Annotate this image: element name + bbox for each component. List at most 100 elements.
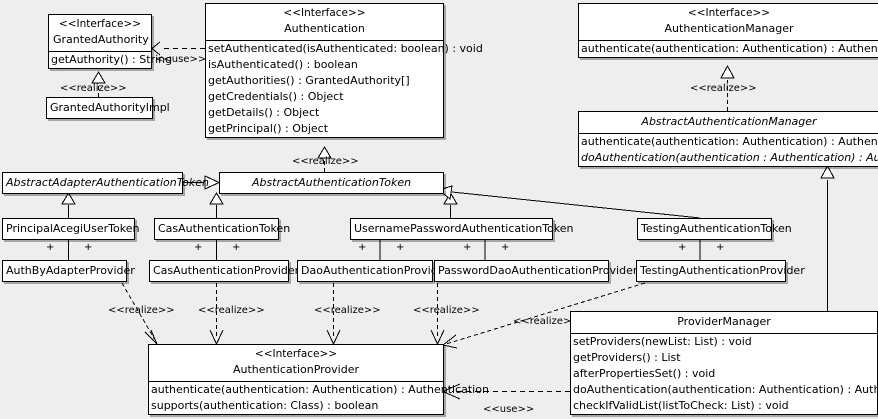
class-box-principal-acegi-user-token[interactable]: PrincipalAcegiUserToken xyxy=(2,218,140,240)
association-multiplicity: + xyxy=(232,242,241,253)
class-box-granted-authority-impl[interactable]: GrantedAuthorityImpl xyxy=(46,97,170,119)
operation: getProviders() : List xyxy=(573,351,681,364)
operation: getAuthorities() : GrantedAuthority[] xyxy=(208,74,410,87)
operation: getAuthority() : String xyxy=(51,53,173,66)
class-header: TestingAuthenticationToken xyxy=(638,219,792,239)
relationship-label-realize-granted-authority-impl: <<realize>> xyxy=(60,83,127,94)
association-multiplicity: + xyxy=(678,242,687,253)
compartment-divider xyxy=(579,40,878,41)
operations-compartment: authenticate(authentication: Authenticat… xyxy=(579,134,878,166)
class-box-cas-authentication-token[interactable]: CasAuthenticationToken xyxy=(154,218,290,240)
operation: checkIfValidList(listToCheck: List) : vo… xyxy=(573,399,789,412)
class-name: PasswordDaoAuthenticationProvider xyxy=(438,264,638,277)
operation: supports(authentication: Class) : boolea… xyxy=(151,399,379,412)
class-name: PrincipalAcegiUserToken xyxy=(6,222,140,235)
operation: authenticate(authentication: Authenticat… xyxy=(151,383,489,396)
class-name: GrantedAuthorityImpl xyxy=(50,101,170,114)
stereotype-label: <<Interface>> xyxy=(687,7,771,19)
association-multiplicity: + xyxy=(46,242,55,253)
class-header: <<Interface>> Authentication xyxy=(206,4,443,40)
class-box-provider-manager[interactable]: ProviderManager setProviders(newList: Li… xyxy=(570,311,878,415)
relationship-label-realize-auth-by-adapter-provider: <<realize>> xyxy=(108,305,175,316)
class-header: AbstractAuthenticationToken xyxy=(220,173,443,193)
stereotype-label: <<Interface>> xyxy=(254,348,338,360)
class-box-username-password-authentication-token[interactable]: UsernamePasswordAuthenticationToken xyxy=(350,218,574,240)
class-name: AuthenticationProvider xyxy=(232,363,360,376)
class-header: UsernamePasswordAuthenticationToken xyxy=(351,219,574,239)
compartment-divider xyxy=(571,333,877,334)
class-name: AuthenticationManager xyxy=(664,22,794,35)
association-multiplicity: + xyxy=(194,242,203,253)
class-name: AbstractAuthenticationToken xyxy=(251,176,412,189)
class-box-abstract-adapter-authentication-token[interactable]: AbstractAdapterAuthenticationToken xyxy=(2,172,209,194)
class-header: DaoAuthenticationProvider xyxy=(298,261,449,281)
compartment-divider xyxy=(206,40,443,41)
operations-compartment: getAuthority() : String xyxy=(49,52,173,68)
class-box-testing-authentication-token[interactable]: TestingAuthenticationToken xyxy=(637,218,792,240)
operation: authenticate(authentication: Authenticat… xyxy=(581,135,878,148)
association-multiplicity: + xyxy=(716,242,725,253)
class-header: AbstractAdapterAuthenticationToken xyxy=(3,173,209,193)
operation: doAuthentication(authentication : Authen… xyxy=(581,151,878,164)
class-header: <<Interface>> AuthenticationManager xyxy=(579,4,878,40)
relationship-label-realize-abstract-authentication-manager: <<realize>> xyxy=(690,83,757,94)
class-name: Authentication xyxy=(284,22,365,35)
class-box-testing-authentication-provider[interactable]: TestingAuthenticationProvider xyxy=(636,260,805,282)
class-name: DaoAuthenticationProvider xyxy=(301,264,449,277)
association-multiplicity: + xyxy=(501,242,510,253)
class-name: GrantedAuthority xyxy=(53,33,149,46)
compartment-divider xyxy=(149,381,443,382)
stereotype-label: <<Interface>> xyxy=(283,7,366,19)
relationship-label-realize-cas-authentication-provider: <<realize>> xyxy=(198,305,265,316)
relationship-label-realize-dao-authentication-provider: <<realize>> xyxy=(314,305,381,316)
class-name: AuthByAdapterProvider xyxy=(6,264,135,277)
class-box-authentication[interactable]: <<Interface>> Authentication setAuthenti… xyxy=(205,3,483,138)
operation: getPrincipal() : Object xyxy=(208,122,329,135)
class-header: <<Interface>> GrantedAuthority xyxy=(49,15,151,51)
class-box-abstract-authentication-token[interactable]: AbstractAuthenticationToken xyxy=(219,172,444,194)
class-name: AbstractAdapterAuthenticationToken xyxy=(6,176,209,189)
class-header: PasswordDaoAuthenticationProvider xyxy=(435,261,638,281)
operation: getDetails() : Object xyxy=(208,106,320,119)
class-name: TestingAuthenticationToken xyxy=(641,222,792,235)
class-box-abstract-authentication-manager[interactable]: AbstractAuthenticationManager authentica… xyxy=(578,111,878,167)
compartment-divider xyxy=(49,51,151,52)
operations-compartment: authenticate(authentication: Authenticat… xyxy=(579,41,878,57)
class-box-dao-authentication-provider[interactable]: DaoAuthenticationProvider xyxy=(297,260,449,282)
class-name: ProviderManager xyxy=(677,315,771,328)
class-box-auth-by-adapter-provider[interactable]: AuthByAdapterProvider xyxy=(2,260,135,282)
association-multiplicity: + xyxy=(84,242,93,253)
operation: authenticate(authentication: Authenticat… xyxy=(581,42,878,55)
class-box-granted-authority[interactable]: <<Interface>> GrantedAuthority getAuthor… xyxy=(48,14,173,69)
class-name: TestingAuthenticationProvider xyxy=(640,264,805,277)
class-header: CasAuthenticationToken xyxy=(155,219,290,239)
class-header: AuthByAdapterProvider xyxy=(3,261,135,281)
class-header: PrincipalAcegiUserToken xyxy=(3,219,140,239)
class-name: UsernamePasswordAuthenticationToken xyxy=(354,222,574,235)
class-box-password-dao-authentication-provider[interactable]: PasswordDaoAuthenticationProvider xyxy=(434,260,638,282)
operation: afterPropertiesSet() : void xyxy=(573,367,716,380)
class-name: AbstractAuthenticationManager xyxy=(641,115,817,128)
class-name: CasAuthenticationProvider xyxy=(153,264,300,277)
relationship-label-use-provider-manager: <<use>> xyxy=(483,404,535,415)
compartment-divider xyxy=(579,133,878,134)
class-header: TestingAuthenticationProvider xyxy=(637,261,805,281)
stereotype-label: <<Interface>> xyxy=(58,18,142,30)
class-box-authentication-manager[interactable]: <<Interface>> AuthenticationManager auth… xyxy=(578,3,878,58)
operation: setAuthenticated(isAuthenticated: boolea… xyxy=(208,42,483,55)
relationship-label-use-granted-authority: <<use>> xyxy=(155,54,207,65)
class-header: <<Interface>> AuthenticationProvider xyxy=(149,345,443,381)
association-multiplicity: + xyxy=(358,242,367,253)
operations-compartment: setAuthenticated(isAuthenticated: boolea… xyxy=(206,41,483,137)
operation: getCredentials() : Object xyxy=(208,90,344,103)
class-header: ProviderManager xyxy=(571,312,877,333)
class-box-authentication-provider[interactable]: <<Interface>> AuthenticationProvider aut… xyxy=(148,344,489,415)
relationship-label-realize-password-dao-authentication-provider: <<realize>> xyxy=(413,305,480,316)
operation: isAuthenticated() : boolean xyxy=(208,58,358,71)
operation: doAuthentication(authentication: Authent… xyxy=(573,383,878,396)
class-header: AbstractAuthenticationManager xyxy=(579,112,878,133)
operations-compartment: setProviders(newList: List) : void getPr… xyxy=(571,334,878,414)
class-box-cas-authentication-provider[interactable]: CasAuthenticationProvider xyxy=(149,260,300,282)
association-multiplicity: + xyxy=(463,242,472,253)
